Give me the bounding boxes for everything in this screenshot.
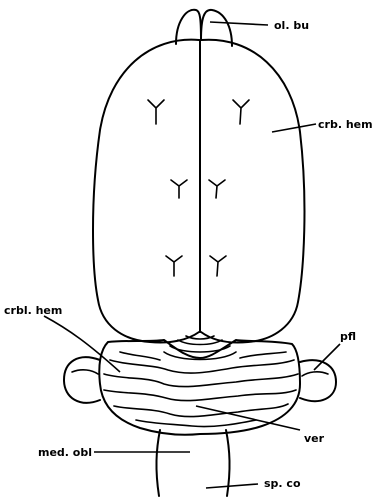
leader-lines: [44, 22, 340, 488]
sulcus-marks: [148, 100, 249, 276]
medulla-left-edge: [156, 430, 160, 496]
label-crb-hem: crb. hem: [318, 118, 373, 131]
cerebral-hemispheres: [93, 40, 304, 343]
leader-pfl: [314, 344, 340, 370]
sulcus-mark: [233, 100, 249, 124]
sulcus-mark: [210, 256, 226, 276]
folium-line: [104, 390, 296, 401]
label-crbl-hem: crbl. hem: [4, 304, 62, 317]
label-med-obl: med. obl: [38, 446, 92, 459]
folium-line: [120, 352, 160, 360]
sulcus-mark: [166, 256, 182, 276]
sulcus-mark: [209, 180, 225, 198]
label-sp-co: sp. co: [264, 477, 301, 490]
folium-line: [136, 420, 256, 427]
folium-line: [104, 374, 298, 387]
cerebellum: [64, 336, 336, 435]
brainstem: [156, 430, 229, 496]
folium-line: [114, 404, 288, 417]
leader-ol-bu: [210, 22, 268, 25]
paraflocculus-fold: [302, 372, 328, 376]
folium-line: [110, 360, 294, 373]
labels: ol. bu crb. hem crbl. hem pfl ver med. o…: [4, 19, 373, 490]
sulcus-mark: [148, 100, 164, 124]
leader-crb-hem: [272, 124, 316, 132]
folium-line: [240, 352, 286, 358]
label-ver: ver: [304, 432, 325, 445]
vermis-fold: [178, 340, 222, 345]
paraflocculus-fold: [72, 370, 98, 374]
label-pfl: pfl: [340, 330, 356, 343]
paraflocculus-left: [64, 357, 100, 403]
label-ol-bu: ol. bu: [274, 19, 309, 32]
leader-sp-co: [206, 484, 258, 488]
cerebral-hemisphere-left: [93, 40, 199, 343]
sulcus-mark: [171, 180, 187, 198]
